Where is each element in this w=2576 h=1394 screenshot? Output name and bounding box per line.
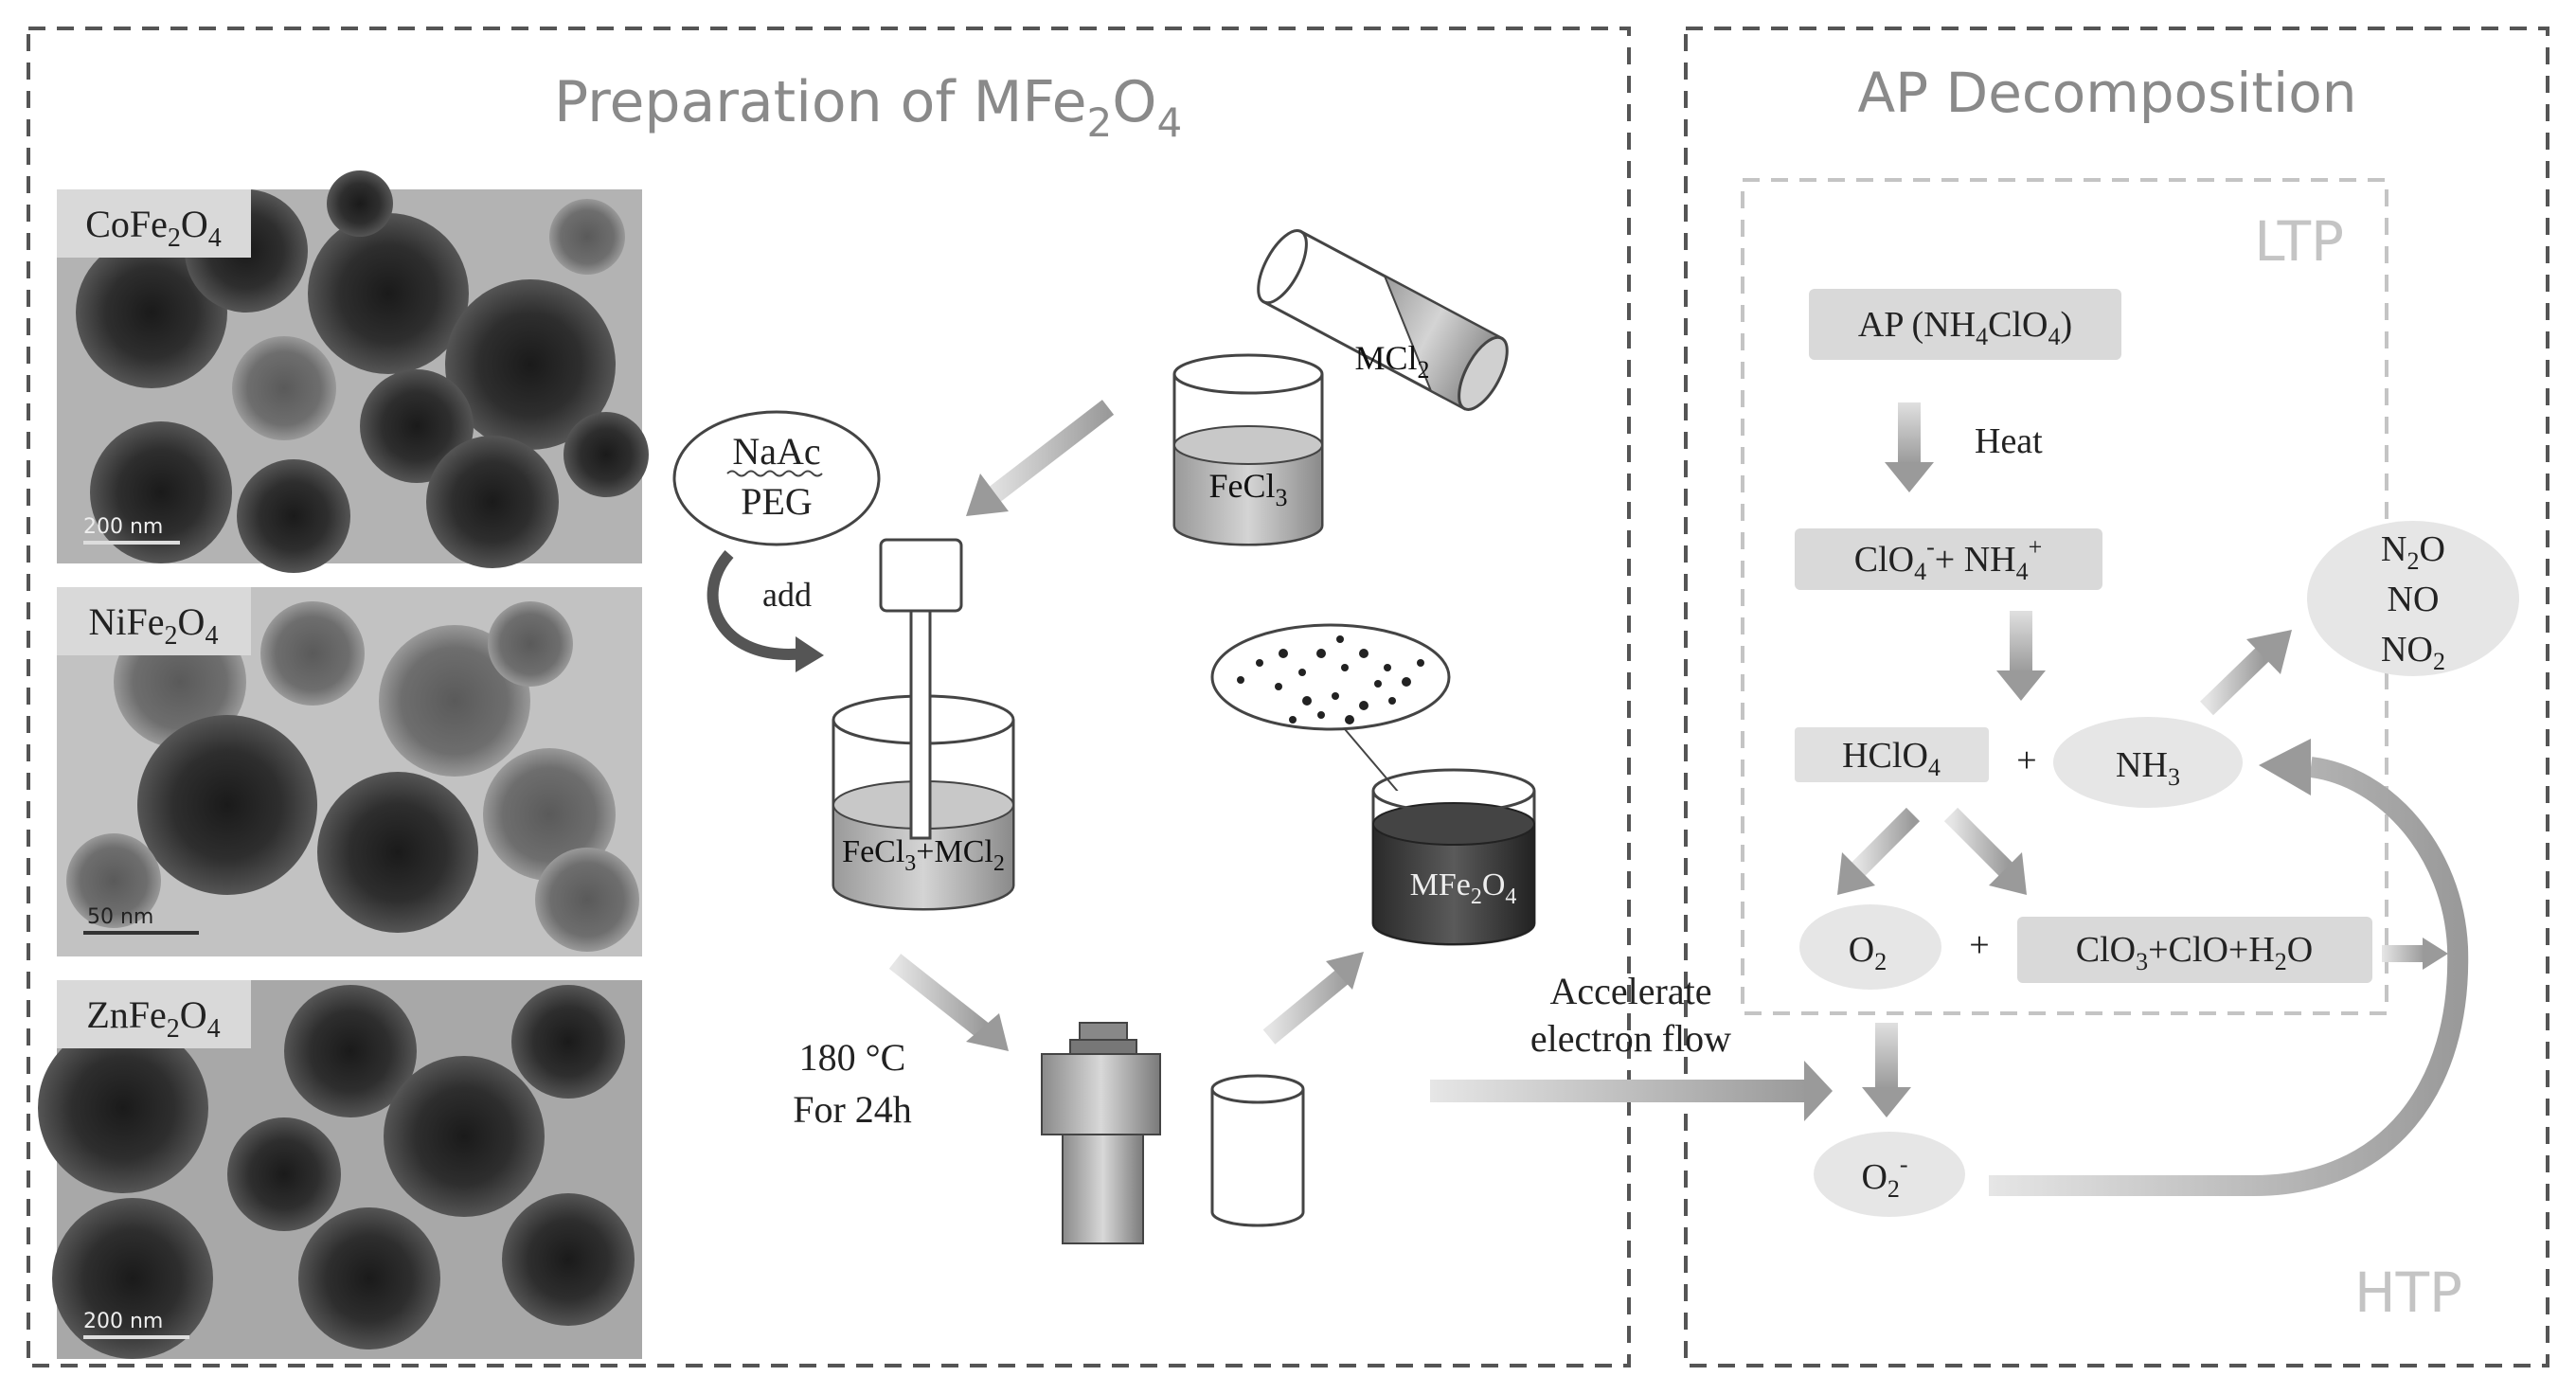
reagent-peg: PEG: [741, 480, 813, 523]
o2minus-label: O2-: [1861, 1151, 1907, 1203]
ions-box: [1795, 528, 2102, 590]
arrow-o2minus-to-nh3: [1989, 739, 2469, 1196]
heat-label: Heat: [1975, 421, 2043, 461]
clo3-box: [2017, 917, 2372, 983]
ap-label: AP (NH4ClO4): [1858, 305, 2072, 350]
tem-label-znfe2o4: ZnFe2O4: [86, 993, 220, 1044]
nox-no2: NO2: [2381, 630, 2445, 675]
arrow-o2-to-o2minus: [1862, 1023, 1911, 1117]
condition-time: For 24h: [793, 1088, 912, 1131]
reagents-ellipse: [672, 410, 881, 546]
tem-image-nife2o4: NiFe2O4 50 nm: [57, 587, 642, 956]
electron-flow-line2: electron flow: [1530, 1017, 1731, 1060]
right-panel-frame: [1684, 27, 2549, 1367]
process-arrows: [888, 400, 1364, 1051]
nh3-label: NH3: [2116, 745, 2180, 791]
product-label: MFe2O4: [1410, 867, 1517, 909]
ap-box: [1809, 289, 2121, 360]
nanoparticle-zoom: [1210, 623, 1451, 731]
add-arrow-head: [796, 636, 824, 672]
mcl2-label: MCl2: [1354, 339, 1429, 384]
teflon-liner: [1210, 1074, 1305, 1227]
scale-bar-label: 200 nm: [83, 515, 163, 539]
tem-image-cofe2o4: CoFe2O4 200 nm: [57, 170, 649, 573]
product-beaker: MFe2O4: [1371, 768, 1536, 946]
add-label: add: [762, 576, 812, 614]
electron-flow-arrow: [1430, 1061, 1833, 1121]
o2minus-ellipse: [1814, 1132, 1965, 1217]
htp-label: HTP: [2354, 1260, 2462, 1325]
tem-image-znfe2o4: ZnFe2O4 200 nm: [38, 980, 642, 1359]
nh3-ellipse: [2053, 717, 2243, 808]
arrow-ions-to-hclo4: [1996, 611, 2046, 701]
wavy-underline: [726, 470, 823, 477]
electron-flow-line1: Accelerate: [1550, 970, 1712, 1012]
o2-ellipse: [1799, 904, 1941, 990]
reagent-naac: NaAc: [732, 430, 820, 473]
mcl2-tube: [1257, 229, 1509, 411]
arrow-nh3-to-nox: [2200, 630, 2292, 716]
scale-bar-label: 200 nm: [83, 1310, 163, 1333]
condition-temp: 180 °C: [799, 1036, 906, 1079]
plus-1: +: [2016, 741, 2036, 780]
right-panel-title: AP Decomposition: [1857, 61, 2356, 125]
nox-n2o: N2O: [2381, 529, 2445, 575]
tem-label-cofe2o4: CoFe2O4: [85, 203, 222, 253]
ions-label: ClO4-+ NH4+: [1854, 533, 2043, 585]
add-curved-arrow: [707, 550, 806, 660]
mix-label: FeCl3+MCl2: [842, 834, 1005, 876]
scale-bar-label: 50 nm: [87, 905, 153, 929]
nox-no: NO: [2388, 580, 2440, 619]
hclo4-box: [1795, 727, 1989, 782]
tem-label-nife2o4: NiFe2O4: [89, 600, 219, 651]
arrow-ap-to-ions: [1885, 402, 1934, 492]
nanoparticle-dots: [1237, 635, 1424, 724]
hclo4-label: HClO4: [1842, 736, 1941, 781]
ltp-label: LTP: [2254, 209, 2344, 274]
left-panel-title: Preparation of MFe2O4: [554, 69, 1182, 146]
plus-2: +: [1969, 925, 1989, 965]
autoclave: [1041, 1022, 1161, 1244]
arrow-clo3-out: [2382, 938, 2448, 970]
left-panel-frame: [27, 27, 1631, 1367]
fecl3-beaker: FeCl3: [1172, 353, 1324, 546]
stirring-beaker: FeCl3+MCl2: [832, 538, 1015, 911]
nox-ellipse: [2307, 521, 2519, 676]
o2-label: O2: [1849, 930, 1887, 975]
fecl3-label: FeCl3: [1208, 467, 1287, 511]
arrows-hclo4-split: [1837, 807, 2027, 895]
clo3-label: ClO3+ClO+H2O: [2076, 930, 2313, 975]
